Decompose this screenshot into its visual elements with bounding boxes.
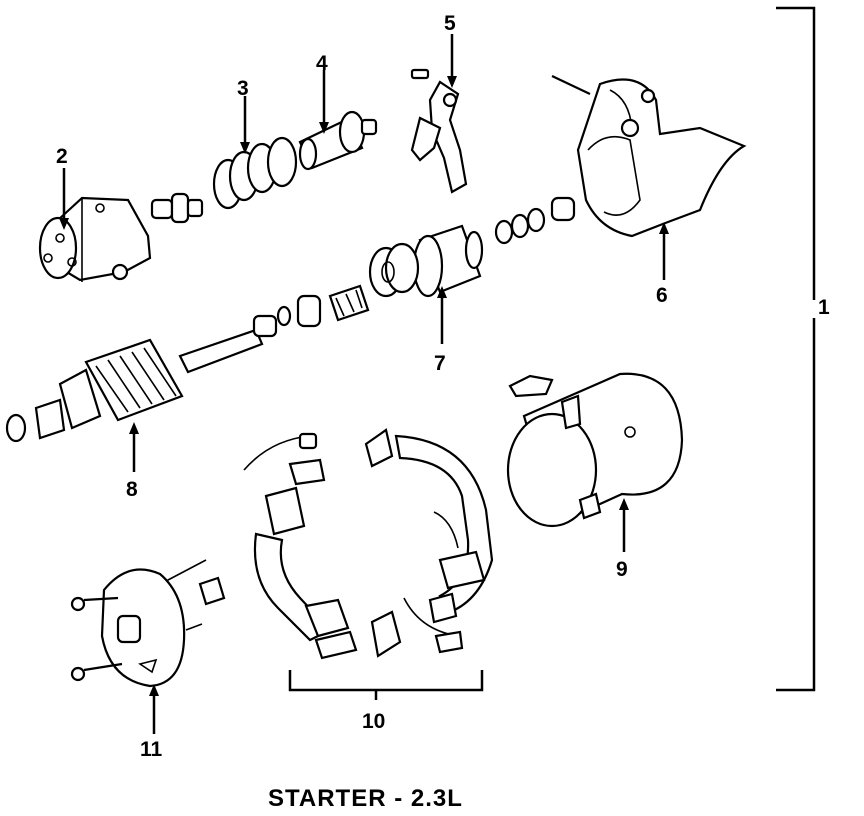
shift-lever-part — [410, 68, 468, 194]
drive-housing-part — [551, 75, 747, 238]
spring-part — [212, 136, 298, 210]
callout-5: 5 — [444, 12, 456, 35]
callout-4: 4 — [316, 52, 328, 75]
callout-11: 11 — [140, 738, 163, 761]
collar-parts — [276, 284, 370, 328]
end-plate-part — [70, 559, 226, 688]
brush-holder-part — [243, 428, 494, 660]
drive-pinion-part — [368, 224, 484, 298]
callout-8: 8 — [126, 478, 138, 501]
callout-1: 1 — [818, 296, 830, 319]
callout-9: 9 — [616, 558, 628, 581]
callout-10: 10 — [362, 710, 385, 733]
callout-7: 7 — [434, 352, 446, 375]
field-frame-part — [506, 372, 684, 528]
plunger-part — [298, 110, 378, 171]
callout-2: 2 — [56, 145, 68, 168]
assembly-bracket — [776, 6, 816, 692]
washer-set — [494, 196, 576, 245]
armature-part — [5, 314, 278, 443]
plunger-parts — [150, 192, 204, 224]
solenoid-part — [38, 196, 152, 282]
diagram-caption: STARTER - 2.3L — [268, 785, 463, 812]
callout-6: 6 — [656, 284, 668, 307]
callout-3: 3 — [237, 77, 249, 100]
